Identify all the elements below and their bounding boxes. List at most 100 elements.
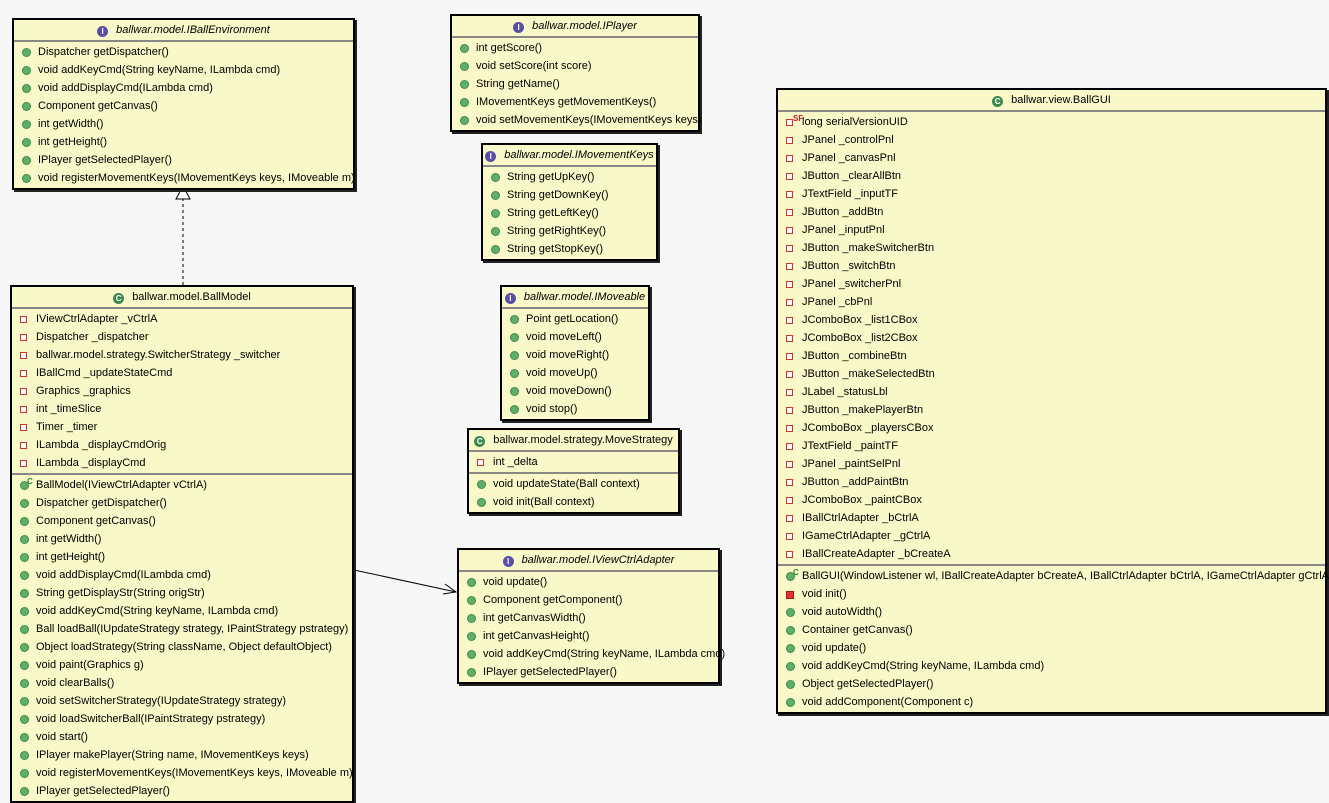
method-item[interactable]: void setMovementKeys(IMovementKeys keys) bbox=[452, 111, 702, 129]
field-item[interactable]: JPanel _inputPnl bbox=[778, 221, 1325, 239]
field-item[interactable]: JPanel _controlPnl bbox=[778, 131, 1325, 149]
method-item[interactable]: void registerMovementKeys(IMovementKeys … bbox=[12, 764, 353, 782]
field-item[interactable]: JComboBox _list2CBox bbox=[778, 329, 1325, 347]
field-item[interactable]: int _timeSlice bbox=[12, 400, 352, 418]
method-item[interactable]: Point getLocation() bbox=[502, 310, 648, 328]
field-item[interactable]: IBallCtrlAdapter _bCtrlA bbox=[778, 509, 1325, 527]
field-item[interactable]: JPanel _cbPnl bbox=[778, 293, 1325, 311]
field-item[interactable]: JButton _makeSwitcherBtn bbox=[778, 239, 1325, 257]
method-item[interactable]: void update() bbox=[459, 573, 718, 591]
field-item[interactable]: JPanel _switcherPnl bbox=[778, 275, 1325, 293]
method-item[interactable]: void addKeyCmd(String keyName, ILambda c… bbox=[459, 645, 725, 663]
field-item[interactable]: IViewCtrlAdapter _vCtrlA bbox=[12, 310, 352, 328]
method-item[interactable]: Container getCanvas() bbox=[778, 621, 1325, 639]
method-item[interactable]: IMovementKeys getMovementKeys() bbox=[452, 93, 698, 111]
method-item[interactable]: Ball loadBall(IUpdateStrategy strategy, … bbox=[12, 620, 352, 638]
method-item[interactable]: void stop() bbox=[502, 400, 648, 418]
method-item[interactable]: void moveDown() bbox=[502, 382, 648, 400]
method-item[interactable]: String getName() bbox=[452, 75, 698, 93]
method-item[interactable]: String getLeftKey() bbox=[483, 204, 656, 222]
method-item[interactable]: void update() bbox=[778, 639, 1325, 657]
method-item[interactable]: void init(Ball context) bbox=[469, 493, 678, 511]
method-item[interactable]: void loadSwitcherBall(IPaintStrategy pst… bbox=[12, 710, 352, 728]
field-item[interactable]: IBallCreateAdapter _bCreateA bbox=[778, 545, 1325, 563]
method-item[interactable]: IPlayer getSelectedPlayer() bbox=[459, 663, 718, 681]
method-item[interactable]: void autoWidth() bbox=[778, 603, 1325, 621]
method-item[interactable]: void init() bbox=[778, 585, 1325, 603]
method-item[interactable]: void addDisplayCmd(ILambda cmd) bbox=[14, 79, 353, 97]
method-item[interactable]: void moveLeft() bbox=[502, 328, 648, 346]
method-item[interactable]: void paint(Graphics g) bbox=[12, 656, 352, 674]
method-item[interactable]: void addComponent(Component c) bbox=[778, 693, 1325, 711]
method-item[interactable]: void clearBalls() bbox=[12, 674, 352, 692]
method-item[interactable]: void addKeyCmd(String keyName, ILambda c… bbox=[12, 602, 352, 620]
field-item[interactable]: JComboBox _paintCBox bbox=[778, 491, 1325, 509]
method-item[interactable]: void updateState(Ball context) bbox=[469, 475, 678, 493]
field-item[interactable]: JComboBox _playersCBox bbox=[778, 419, 1325, 437]
method-item[interactable]: IPlayer getSelectedPlayer() bbox=[12, 782, 352, 800]
method-item[interactable]: Object loadStrategy(String className, Ob… bbox=[12, 638, 352, 656]
method-item[interactable]: void moveUp() bbox=[502, 364, 648, 382]
field-item[interactable]: JPanel _paintSelPnl bbox=[778, 455, 1325, 473]
method-item[interactable]: void start() bbox=[12, 728, 352, 746]
field-item[interactable]: ILambda _displayCmdOrig bbox=[12, 436, 352, 454]
field-item[interactable]: JButton _addPaintBtn bbox=[778, 473, 1325, 491]
method-item[interactable]: IPlayer makePlayer(String name, IMovemen… bbox=[12, 746, 352, 764]
method-item[interactable]: Component getCanvas() bbox=[14, 97, 353, 115]
field-item[interactable]: ILambda _displayCmd bbox=[12, 454, 352, 472]
field-item[interactable]: Timer _timer bbox=[12, 418, 352, 436]
method-item[interactable]: int getCanvasWidth() bbox=[459, 609, 718, 627]
method-item[interactable]: void setSwitcherStrategy(IUpdateStrategy… bbox=[12, 692, 352, 710]
field-item[interactable]: ballwar.model.strategy.SwitcherStrategy … bbox=[12, 346, 352, 364]
method-item[interactable]: Dispatcher getDispatcher() bbox=[12, 494, 352, 512]
method-item[interactable]: String getDownKey() bbox=[483, 186, 656, 204]
method-item[interactable]: String getStopKey() bbox=[483, 240, 656, 258]
field-item[interactable]: JLabel _statusLbl bbox=[778, 383, 1325, 401]
field-item[interactable]: IGameCtrlAdapter _gCtrlA bbox=[778, 527, 1325, 545]
method-item[interactable]: void addKeyCmd(String keyName, ILambda c… bbox=[778, 657, 1325, 675]
field-item[interactable]: Dispatcher _dispatcher bbox=[12, 328, 352, 346]
field-item[interactable]: JButton _addBtn bbox=[778, 203, 1325, 221]
field-item[interactable]: JButton _combineBtn bbox=[778, 347, 1325, 365]
method-item[interactable]: int getHeight() bbox=[14, 133, 353, 151]
method-item[interactable]: int getWidth() bbox=[12, 530, 352, 548]
method-item[interactable]: void addKeyCmd(String keyName, ILambda c… bbox=[14, 61, 353, 79]
method-item[interactable]: void setScore(int score) bbox=[452, 57, 698, 75]
method-item[interactable]: String getDisplayStr(String origStr) bbox=[12, 584, 352, 602]
method-item[interactable]: Component getComponent() bbox=[459, 591, 718, 609]
field-item[interactable]: Graphics _graphics bbox=[12, 382, 352, 400]
method-item[interactable]: IPlayer getSelectedPlayer() bbox=[14, 151, 353, 169]
field-item[interactable]: JPanel _canvasPnl bbox=[778, 149, 1325, 167]
method-item[interactable]: int getScore() bbox=[452, 39, 698, 57]
field-item[interactable]: JComboBox _list1CBox bbox=[778, 311, 1325, 329]
field-item[interactable]: JTextField _inputTF bbox=[778, 185, 1325, 203]
method-item[interactable]: int getHeight() bbox=[12, 548, 352, 566]
field-item[interactable]: int _delta bbox=[469, 453, 678, 471]
method-item[interactable]: String getUpKey() bbox=[483, 168, 656, 186]
method-item[interactable]: Component getCanvas() bbox=[12, 512, 352, 530]
method-item[interactable]: String getRightKey() bbox=[483, 222, 656, 240]
method-item[interactable]: int getWidth() bbox=[14, 115, 353, 133]
method-item[interactable]: void addDisplayCmd(ILambda cmd) bbox=[12, 566, 352, 584]
field-item[interactable]: JButton _makeSelectedBtn bbox=[778, 365, 1325, 383]
method-item[interactable]: Dispatcher getDispatcher() bbox=[14, 43, 353, 61]
method-item[interactable]: Object getSelectedPlayer() bbox=[778, 675, 1325, 693]
method-item[interactable]: int getCanvasHeight() bbox=[459, 627, 718, 645]
method-item[interactable]: void registerMovementKeys(IMovementKeys … bbox=[14, 169, 355, 187]
field-item[interactable]: JTextField _paintTF bbox=[778, 437, 1325, 455]
field-item[interactable]: JButton _clearAllBtn bbox=[778, 167, 1325, 185]
method-item[interactable]: void moveRight() bbox=[502, 346, 648, 364]
field-item[interactable]: JButton _switchBtn bbox=[778, 257, 1325, 275]
field-item[interactable]: JButton _makePlayerBtn bbox=[778, 401, 1325, 419]
